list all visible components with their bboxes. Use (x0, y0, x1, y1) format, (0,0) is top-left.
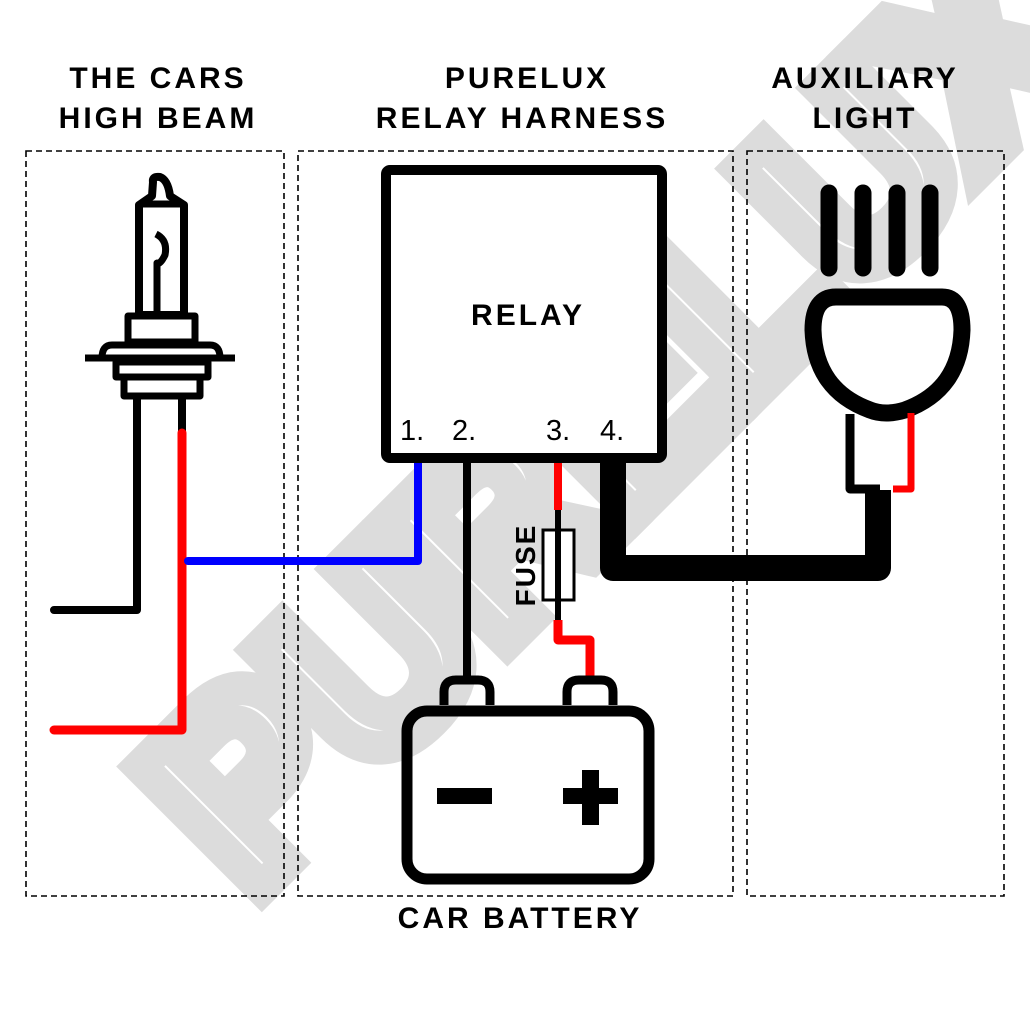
output-wire-pin4 (600, 463, 891, 581)
battery-label: CAR BATTERY (398, 902, 643, 935)
trigger-wire-blue (184, 456, 422, 565)
fuse-label: FUSE (510, 524, 541, 607)
relay-label: RELAY (471, 299, 585, 332)
relay-pin-3-label: 3. (546, 415, 570, 447)
zone-high-beam (25, 150, 285, 897)
relay-box: RELAY 1. 2. 3. 4. (381, 165, 667, 463)
battery-positive-icon (563, 770, 618, 825)
heading-aux-light-line1: AUXILIARY (771, 62, 959, 95)
heading-high-beam-line2: HIGH BEAM (59, 102, 258, 135)
power-wire-pin3-lower (553, 620, 595, 680)
heading-harness-line2: RELAY HARNESS (376, 102, 668, 135)
heading-aux-light-line2: LIGHT (813, 102, 918, 135)
heading-high-beam-line1: THE CARS (69, 62, 246, 95)
relay-pin-4-label: 4. (600, 415, 624, 447)
battery-icon (401, 675, 655, 885)
high-beam-bulb-icon (85, 172, 235, 400)
heading-harness-line1: PURELUX (445, 62, 609, 95)
high-beam-ground-wire (50, 394, 141, 614)
zone-aux-light (746, 150, 1005, 897)
relay-pin-2-label: 2. (452, 415, 476, 447)
light-rays-icon (820, 184, 939, 277)
auxiliary-light-icon (804, 184, 971, 494)
high-beam-positive-wire (49, 428, 187, 735)
battery-negative-icon (437, 788, 492, 804)
relay-pin-1-label: 1. (400, 415, 424, 447)
